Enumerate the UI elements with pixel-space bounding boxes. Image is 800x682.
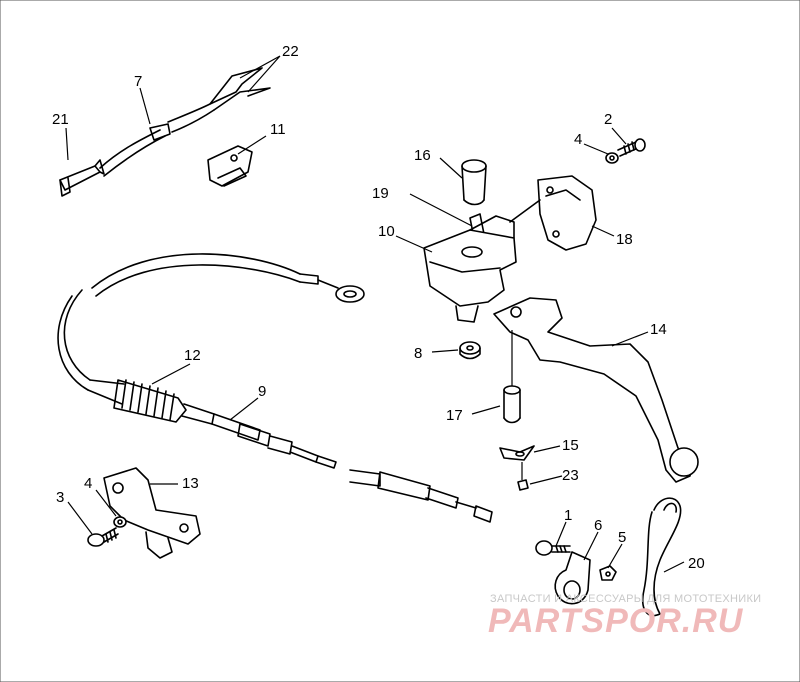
part-pivot-pin bbox=[461, 159, 487, 206]
callout-12: 12 bbox=[184, 347, 201, 364]
callout-8: 8 bbox=[414, 345, 422, 362]
part-lever-bracket bbox=[423, 215, 517, 323]
callout-21: 21 bbox=[52, 111, 69, 128]
callout-7: 7 bbox=[134, 73, 142, 90]
callout-1: 1 bbox=[564, 507, 572, 524]
watermark: ЗАПЧАСТИ И АКСЕССУАРЫ ДЛЯ МОТОТЕХНИКИ PA… bbox=[488, 593, 761, 640]
callout-10: 10 bbox=[378, 223, 395, 240]
callout-11: 11 bbox=[270, 121, 286, 138]
leader-lines bbox=[65, 55, 685, 573]
part-screw-top bbox=[605, 138, 646, 164]
part-cable-end bbox=[349, 469, 493, 523]
callout-19: 19 bbox=[372, 185, 389, 202]
part-clip bbox=[207, 145, 253, 187]
part-wire-connector bbox=[59, 67, 271, 197]
callout-4-top: 4 bbox=[574, 131, 582, 148]
callout-6: 6 bbox=[594, 517, 602, 534]
part-nut bbox=[459, 341, 481, 360]
callout-17: 17 bbox=[446, 407, 463, 424]
part-clutch-lever bbox=[493, 297, 699, 483]
part-cable-clip bbox=[554, 551, 591, 605]
part-screw-left bbox=[87, 516, 127, 547]
callout-5: 5 bbox=[618, 529, 626, 546]
callout-3: 3 bbox=[56, 489, 64, 506]
callout-15: 15 bbox=[562, 437, 579, 454]
part-bracket bbox=[103, 467, 201, 559]
callout-9: 9 bbox=[258, 383, 266, 400]
part-washer bbox=[499, 445, 535, 461]
watermark-logo: PARTSPOR.RU bbox=[488, 602, 744, 640]
callout-18: 18 bbox=[616, 231, 633, 248]
watermark-tagline: ЗАПЧАСТИ И АКСЕССУАРЫ ДЛЯ МОТОТЕХНИКИ bbox=[490, 593, 761, 605]
callout-14: 14 bbox=[650, 321, 667, 338]
callout-4-left: 4 bbox=[84, 475, 92, 492]
callout-13: 13 bbox=[182, 475, 199, 492]
part-spring bbox=[642, 497, 682, 617]
part-bushing bbox=[503, 330, 521, 424]
part-small-screw bbox=[517, 462, 529, 491]
callout-20: 20 bbox=[688, 555, 705, 572]
callout-labels: 21 7 22 11 16 19 10 4 2 18 14 8 17 15 23… bbox=[52, 43, 705, 572]
callout-2: 2 bbox=[604, 111, 612, 128]
callout-16: 16 bbox=[414, 147, 431, 164]
callout-23: 23 bbox=[562, 467, 579, 484]
part-screw-bottom bbox=[535, 540, 571, 556]
callout-22: 22 bbox=[282, 43, 299, 60]
part-clamp bbox=[509, 175, 597, 251]
part-clutch-cable bbox=[57, 253, 365, 469]
